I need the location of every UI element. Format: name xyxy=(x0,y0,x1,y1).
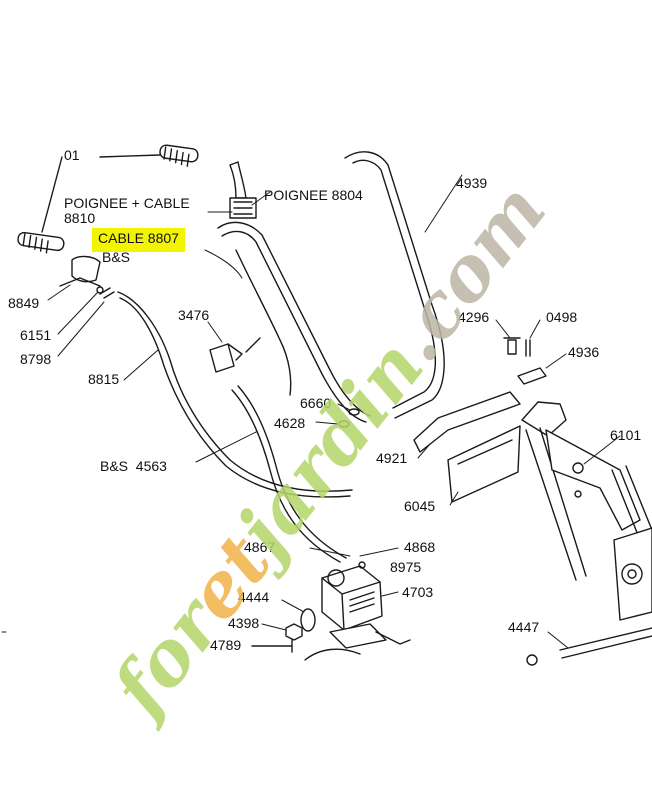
label-8810: 8810 xyxy=(64,210,96,226)
label-4939: 4939 xyxy=(456,175,488,191)
label-3476: 3476 xyxy=(178,307,210,323)
label-8849: 8849 xyxy=(8,295,40,311)
label-4296: 4296 xyxy=(458,309,490,325)
label-cable-8807: CABLE 8807 xyxy=(92,228,185,252)
label-4447: 4447 xyxy=(508,619,540,635)
engine-plate xyxy=(613,527,652,621)
bracket-3476 xyxy=(209,337,261,373)
label-6101: 6101 xyxy=(610,427,642,443)
handle-grip-top xyxy=(159,144,199,167)
label-4867: 4867 xyxy=(244,539,276,555)
plate-4921 xyxy=(413,391,521,453)
label-6151: 6151 xyxy=(20,327,52,343)
label-4868: 4868 xyxy=(404,539,436,555)
clip-4936 xyxy=(517,367,547,385)
lever-8849 xyxy=(59,255,101,287)
label-6660: 6660 xyxy=(300,395,332,411)
label-6045: 6045 xyxy=(404,498,436,514)
bolt-4296 xyxy=(503,337,521,355)
label-poignee-8804: POIGNEE 8804 xyxy=(264,187,363,203)
label-poignee-cable: POIGNEE + CABLE xyxy=(64,195,190,211)
label-4628: 4628 xyxy=(274,415,306,431)
label-8975: 8975 xyxy=(390,559,422,575)
lever-8804 xyxy=(229,161,257,219)
shaft-4447 xyxy=(526,627,652,666)
frame-6101 xyxy=(521,401,652,581)
label-4789: 4789 xyxy=(210,637,242,653)
label-4398: 4398 xyxy=(228,615,260,631)
label-bs-4563: B&S 4563 xyxy=(100,458,167,474)
handle-grip-left xyxy=(17,231,65,254)
label-0498: 0498 xyxy=(546,309,578,325)
label-bs-top: B&S xyxy=(102,249,131,265)
label-4921: 4921 xyxy=(376,450,408,466)
label-8815: 8815 xyxy=(88,371,120,387)
label-01: 01 xyxy=(64,147,80,163)
pin-0498 xyxy=(525,339,531,357)
gearbox-4703 xyxy=(321,565,383,631)
handlebar-tube xyxy=(217,151,445,423)
label-4703: 4703 xyxy=(402,584,434,600)
label-4936: 4936 xyxy=(568,344,600,360)
label-4444: 4444 xyxy=(238,589,270,605)
plate-6045 xyxy=(447,425,521,503)
label-8798: 8798 xyxy=(20,351,52,367)
